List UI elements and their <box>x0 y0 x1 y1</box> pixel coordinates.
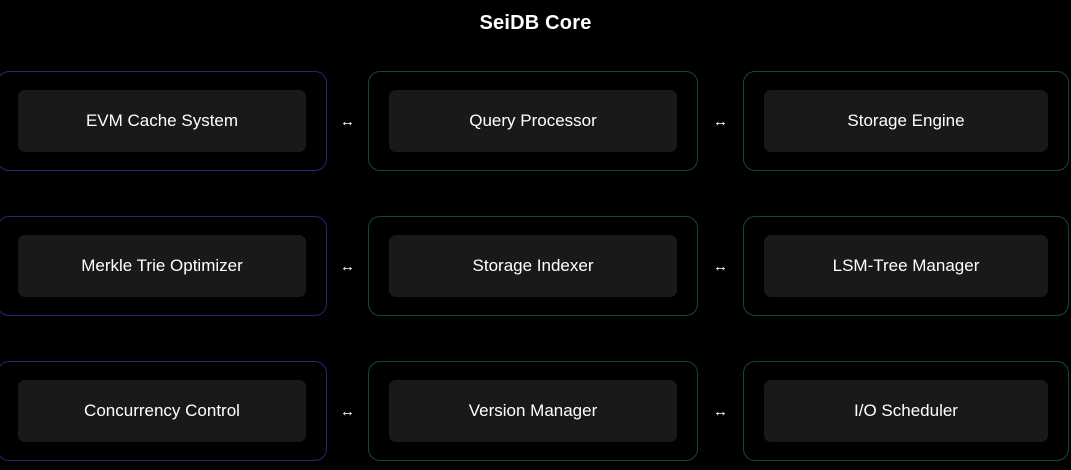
module-grid: EVM Cache System ↔ Query Processor ↔ Sto… <box>0 71 1069 461</box>
module-lsm-tree-manager: LSM-Tree Manager <box>743 216 1069 316</box>
module-evm-cache-system: EVM Cache System <box>0 71 327 171</box>
module-io-scheduler: I/O Scheduler <box>743 361 1069 461</box>
module-merkle-trie-optimizer: Merkle Trie Optimizer <box>0 216 327 316</box>
module-storage-indexer: Storage Indexer <box>368 216 698 316</box>
module-query-processor: Query Processor <box>368 71 698 171</box>
bidirectional-arrow-icon: ↔ <box>340 402 355 420</box>
bidirectional-arrow-icon: ↔ <box>340 257 355 275</box>
module-storage-engine: Storage Engine <box>743 71 1069 171</box>
module-label: Storage Engine <box>764 90 1048 152</box>
bidirectional-arrow-icon: ↔ <box>713 257 728 275</box>
bidirectional-arrow-icon: ↔ <box>340 112 355 130</box>
module-label: I/O Scheduler <box>764 380 1048 442</box>
module-label: Storage Indexer <box>389 235 677 297</box>
module-label: Concurrency Control <box>18 380 306 442</box>
module-concurrency-control: Concurrency Control <box>0 361 327 461</box>
bidirectional-arrow-icon: ↔ <box>713 402 728 420</box>
module-label: Version Manager <box>389 380 677 442</box>
module-label: Query Processor <box>389 90 677 152</box>
module-version-manager: Version Manager <box>368 361 698 461</box>
diagram-title: SeiDB Core <box>479 12 592 34</box>
module-label: Merkle Trie Optimizer <box>18 235 306 297</box>
module-label: EVM Cache System <box>18 90 306 152</box>
bidirectional-arrow-icon: ↔ <box>713 112 728 130</box>
module-label: LSM-Tree Manager <box>764 235 1048 297</box>
